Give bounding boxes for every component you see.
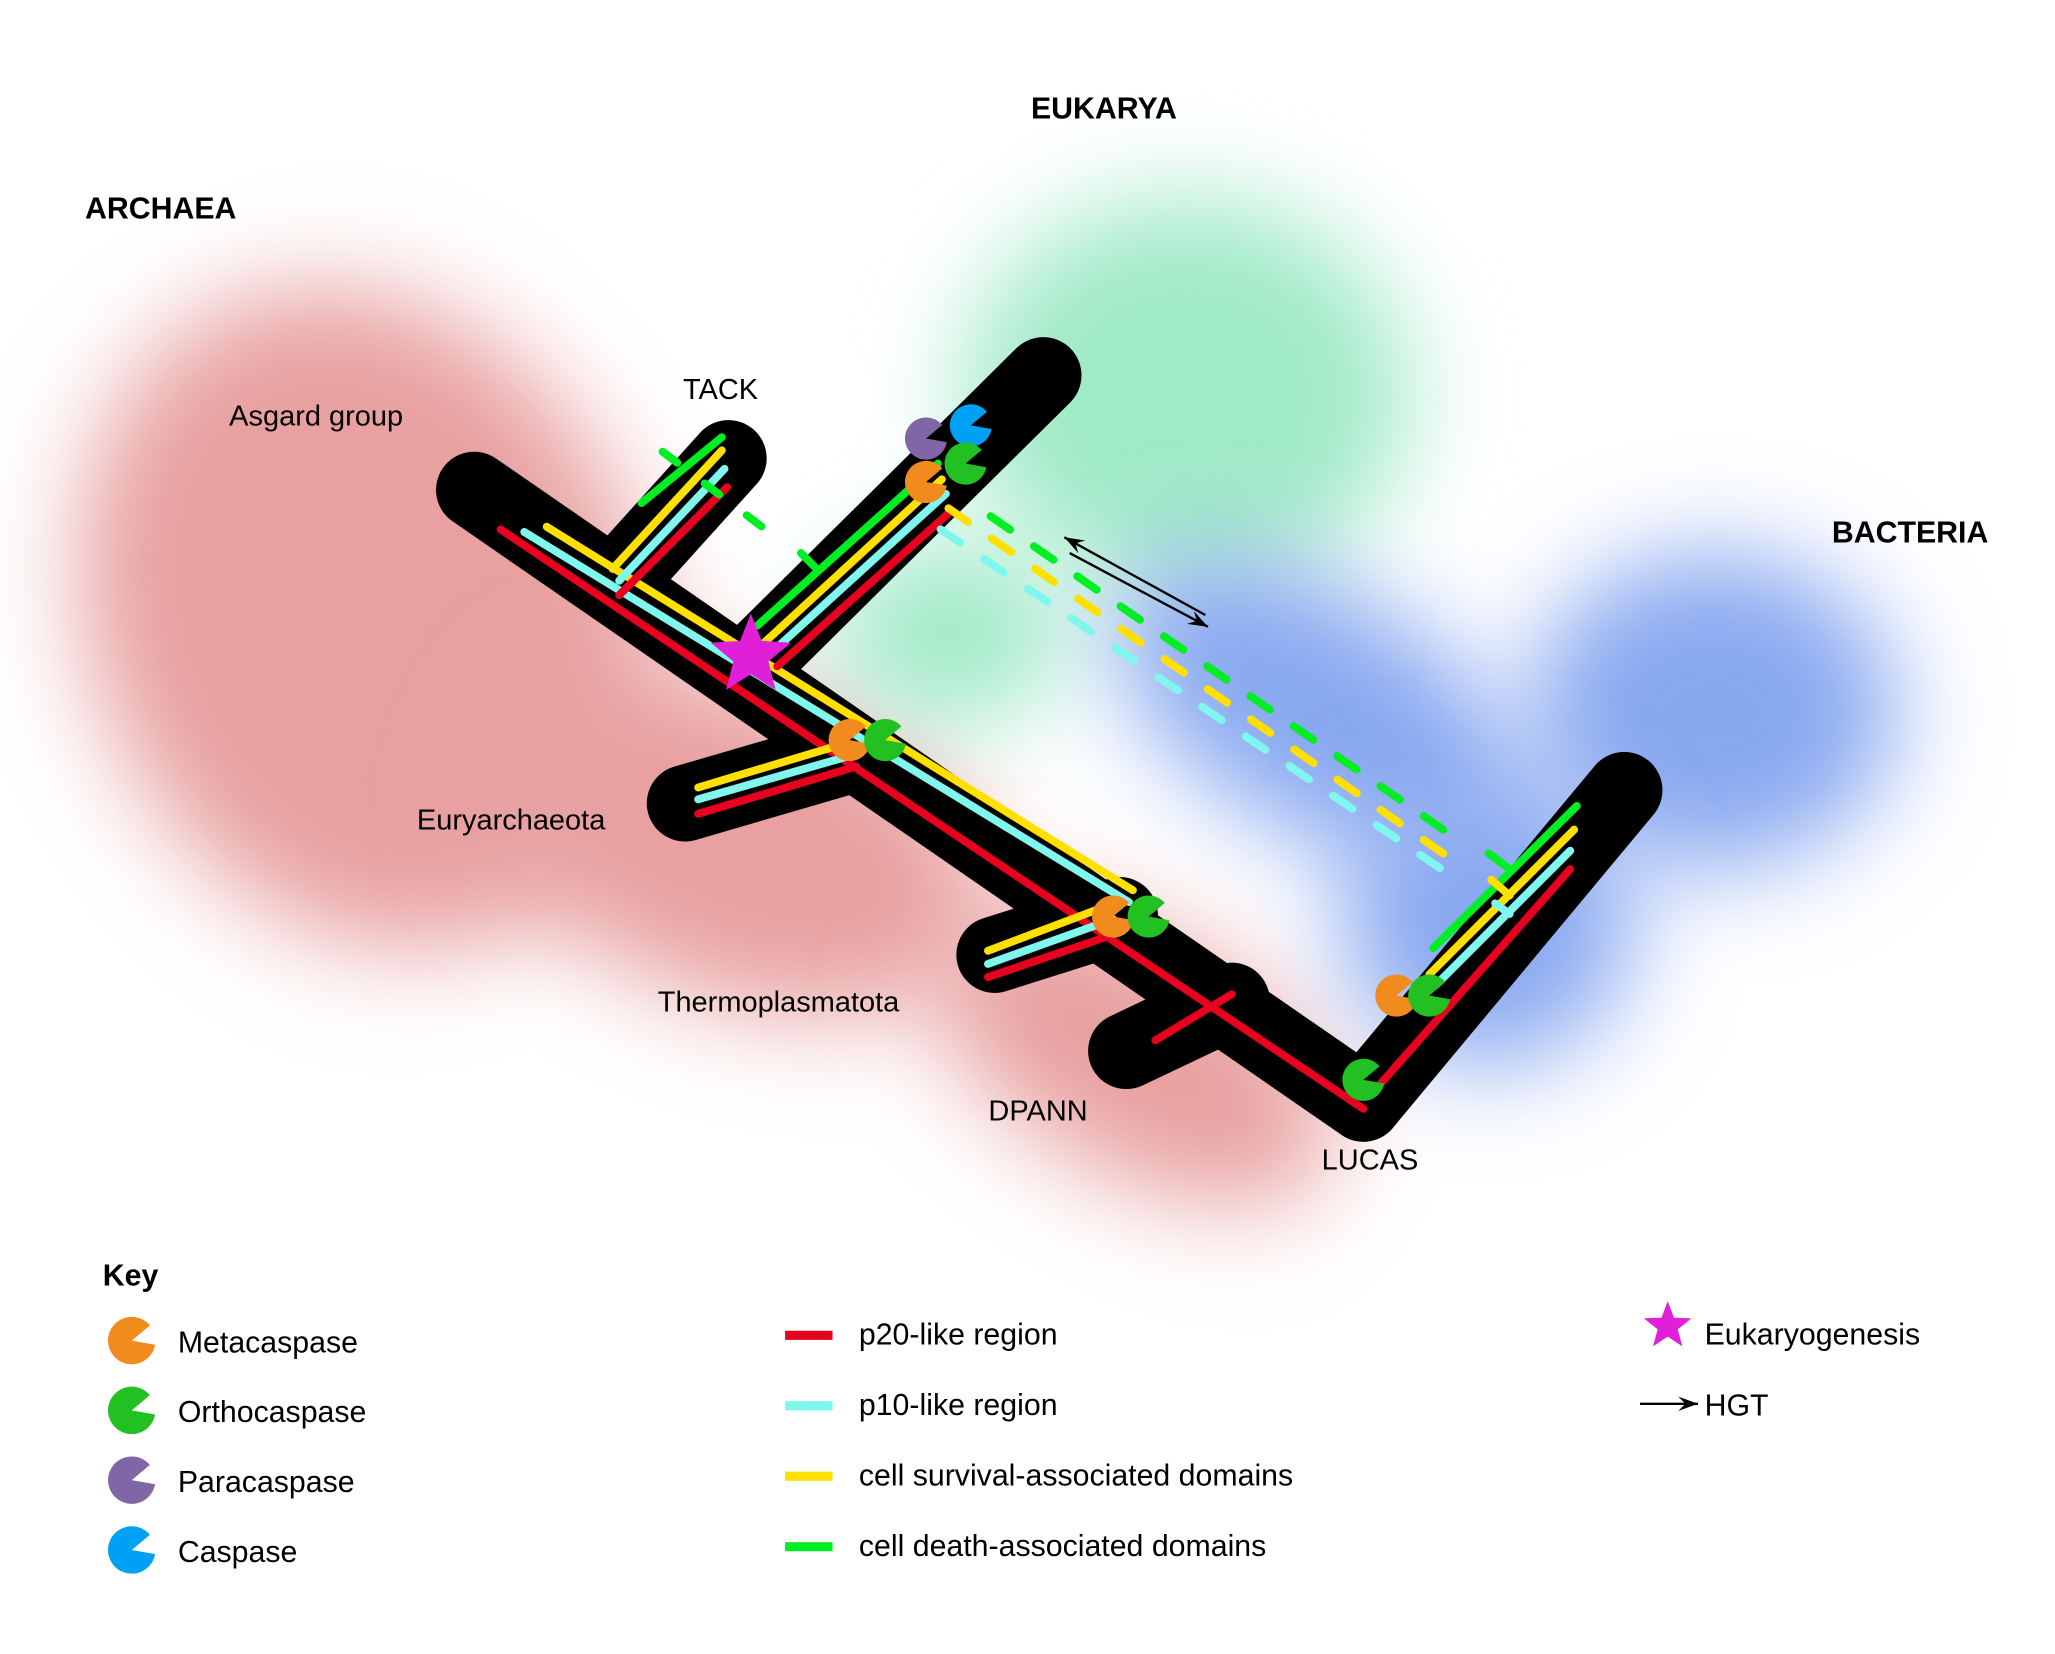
clade-label-tack: TACK [683, 374, 758, 406]
hgt-arrow-head [1187, 611, 1208, 627]
survival-line [608, 446, 726, 573]
survival-tick [1487, 875, 1514, 900]
eukarya-blob [829, 539, 1068, 725]
domain-label-eukarya: EUKARYA [1031, 93, 1177, 126]
p10-line [984, 915, 1118, 968]
metacaspase-key-icon [108, 1316, 156, 1365]
death-line [1429, 801, 1581, 953]
orthocaspase-icon [864, 719, 906, 762]
survival-line [694, 740, 848, 792]
domain-blobs [79, 197, 1897, 1206]
hgt-arrow-shaft [1069, 552, 1209, 628]
tack-death-dashes [658, 447, 775, 538]
metacaspase-icon [828, 719, 871, 762]
key-label-orthocaspase: Orthocaspase [178, 1396, 367, 1429]
p10-line [764, 489, 950, 660]
death-tick [796, 549, 821, 573]
star-icon [1643, 1301, 1692, 1347]
orthocaspase-icon [1342, 1058, 1385, 1101]
domain-lines [496, 433, 1581, 1113]
bacteria-blob [1114, 559, 1521, 863]
clade-label-dpann: DPANN [988, 1096, 1087, 1128]
caspase-icon [949, 404, 992, 447]
death-tick [1484, 849, 1514, 874]
death-line [637, 433, 726, 507]
clade-label-euryarchaeota: Euryarchaeota [417, 805, 606, 837]
clade-label-lucas: LUCAS [1322, 1144, 1419, 1176]
key-label-eukaryogenesis: Eukaryogenesis [1705, 1319, 1921, 1352]
domain-label-archaea: ARCHAEA [85, 193, 237, 226]
key-label-region: p10-like region [859, 1389, 1058, 1422]
p20-line [496, 525, 1368, 1113]
p20-line [615, 483, 732, 600]
paracaspase-icon [904, 417, 947, 460]
p20-line [1366, 865, 1575, 1100]
p20-line [1151, 990, 1236, 1045]
key-label-metacaspase: Metacaspase [178, 1326, 358, 1359]
metacaspase-icon [1092, 895, 1134, 938]
p10-line [694, 751, 854, 804]
p10-line [1431, 846, 1575, 989]
key-label-caspase: Caspase [178, 1536, 298, 1569]
key-label-paracaspase: Paracaspase [178, 1466, 355, 1499]
survival-line [984, 902, 1111, 955]
metacaspase-icon [904, 460, 947, 504]
hgt-arrow-head [1064, 537, 1086, 554]
p20-line [694, 762, 861, 818]
p20-line [773, 506, 956, 671]
eukaryogenesis-star-icon [710, 613, 791, 690]
orthocaspase-icon [1408, 974, 1451, 1017]
survival-line [542, 522, 1137, 895]
key-label-region: cell survival-associated domains [859, 1459, 1293, 1492]
enzyme-markers [710, 404, 1451, 1101]
p10-tick [1491, 899, 1514, 918]
hgt-arrow-shaft [1063, 536, 1206, 617]
orthocaspase-icon [944, 442, 987, 485]
clade-label-thermoplasmatota: Thermoplasmatota [658, 986, 900, 1018]
metacaspase-icon [1375, 974, 1418, 1017]
hgt-p10-dashes [936, 525, 1461, 884]
arrow-icon-head [1678, 1396, 1699, 1412]
survival-line [757, 475, 946, 650]
hgt-survival-dashes [944, 504, 1459, 866]
paracaspase-key-icon [108, 1456, 156, 1504]
key-label-region: p20-like region [859, 1319, 1058, 1352]
key-title: Key [103, 1259, 159, 1292]
p20-line [984, 928, 1124, 982]
domain-label-bacteria: BACTERIA [1832, 517, 1989, 550]
clade-label-asgard: Asgard group [229, 400, 403, 432]
eukarya-blob [961, 197, 1410, 593]
key-label-hgt: HGT [1705, 1390, 1769, 1423]
hgt-death-dashes [986, 512, 1467, 847]
key-label-region: cell death-associated domains [859, 1530, 1266, 1563]
orthocaspase-key-icon [108, 1386, 156, 1435]
key-legend: Key MetacaspaseOrthocaspaseParacaspaseCa… [103, 1259, 1921, 1574]
orthocaspase-icon [1127, 895, 1170, 938]
survival-line [1425, 825, 1579, 979]
caspase-key-icon [108, 1526, 156, 1574]
